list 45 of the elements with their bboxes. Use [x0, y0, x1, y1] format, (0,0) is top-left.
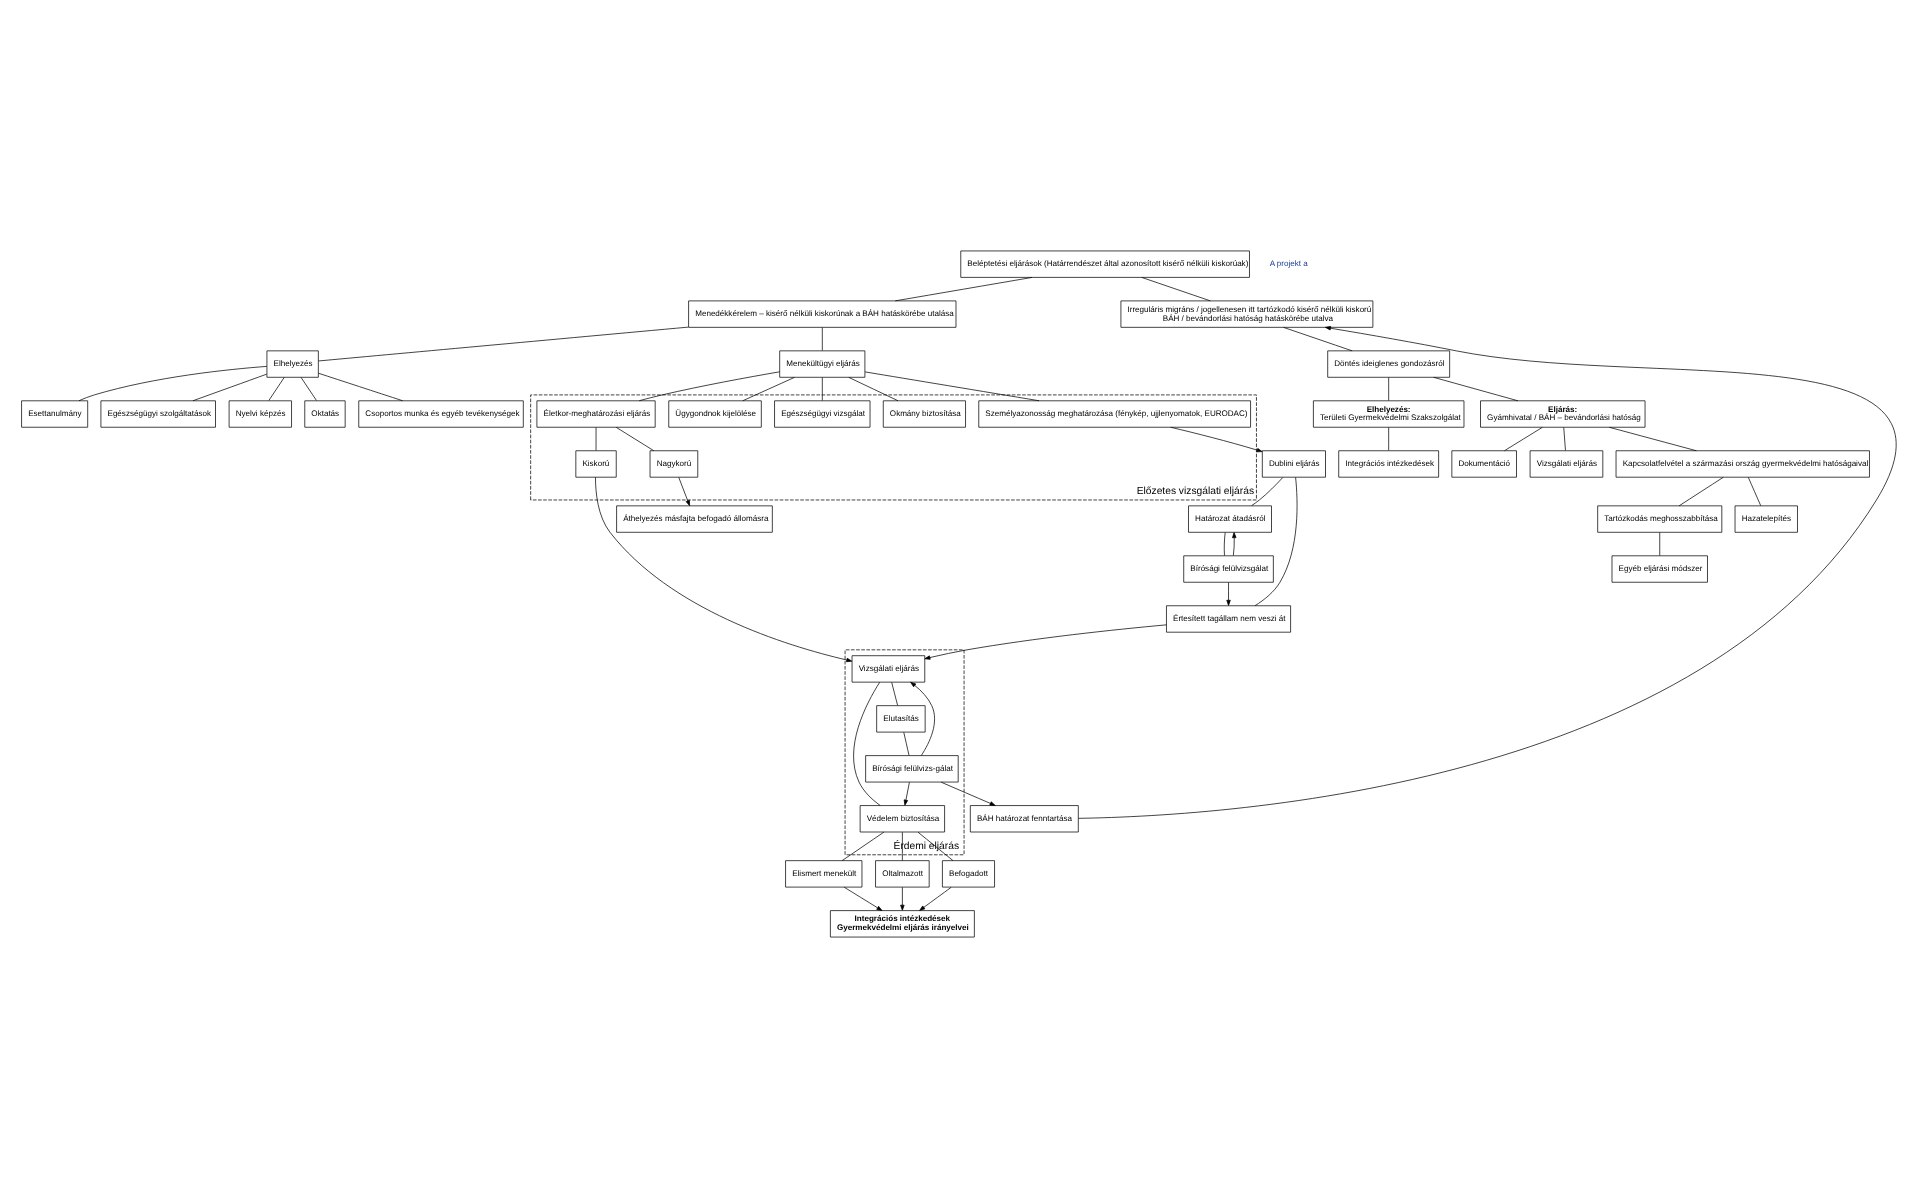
arrow — [1078, 325, 1896, 818]
connector — [1254, 476, 1298, 606]
connector — [1223, 531, 1226, 555]
arrow — [903, 780, 910, 805]
connector — [318, 325, 689, 361]
arrow — [1226, 581, 1231, 605]
arrow — [919, 886, 952, 910]
connector — [864, 370, 1040, 401]
connector — [841, 830, 885, 861]
arrow — [940, 780, 996, 805]
arrow — [1232, 531, 1237, 555]
connector — [1251, 476, 1284, 506]
arrow — [595, 475, 853, 662]
arrow — [900, 886, 905, 910]
connector — [821, 376, 823, 400]
arrow — [843, 885, 883, 910]
arrow — [1170, 425, 1263, 452]
connector — [638, 370, 780, 401]
connector — [1283, 326, 1353, 351]
connector — [192, 372, 268, 401]
connector — [853, 680, 881, 805]
arrow — [910, 680, 935, 755]
connector — [1504, 426, 1543, 451]
arrow — [678, 476, 690, 506]
connector — [318, 371, 404, 401]
connector — [902, 830, 903, 860]
connector — [78, 365, 268, 401]
connector — [1563, 426, 1566, 450]
connector — [300, 376, 317, 400]
connector — [1659, 531, 1661, 555]
connector — [848, 376, 899, 401]
connector — [1678, 475, 1724, 506]
connector — [891, 681, 898, 705]
connector — [1388, 426, 1390, 450]
connector — [268, 376, 285, 400]
connector — [615, 426, 655, 451]
arrow — [924, 623, 1167, 659]
connector — [894, 276, 1033, 301]
connector — [742, 376, 795, 401]
connector — [1433, 376, 1519, 401]
connector — [1388, 376, 1390, 400]
connector — [1747, 476, 1762, 506]
connector — [821, 326, 823, 350]
connector — [903, 731, 910, 755]
connector — [917, 830, 954, 860]
